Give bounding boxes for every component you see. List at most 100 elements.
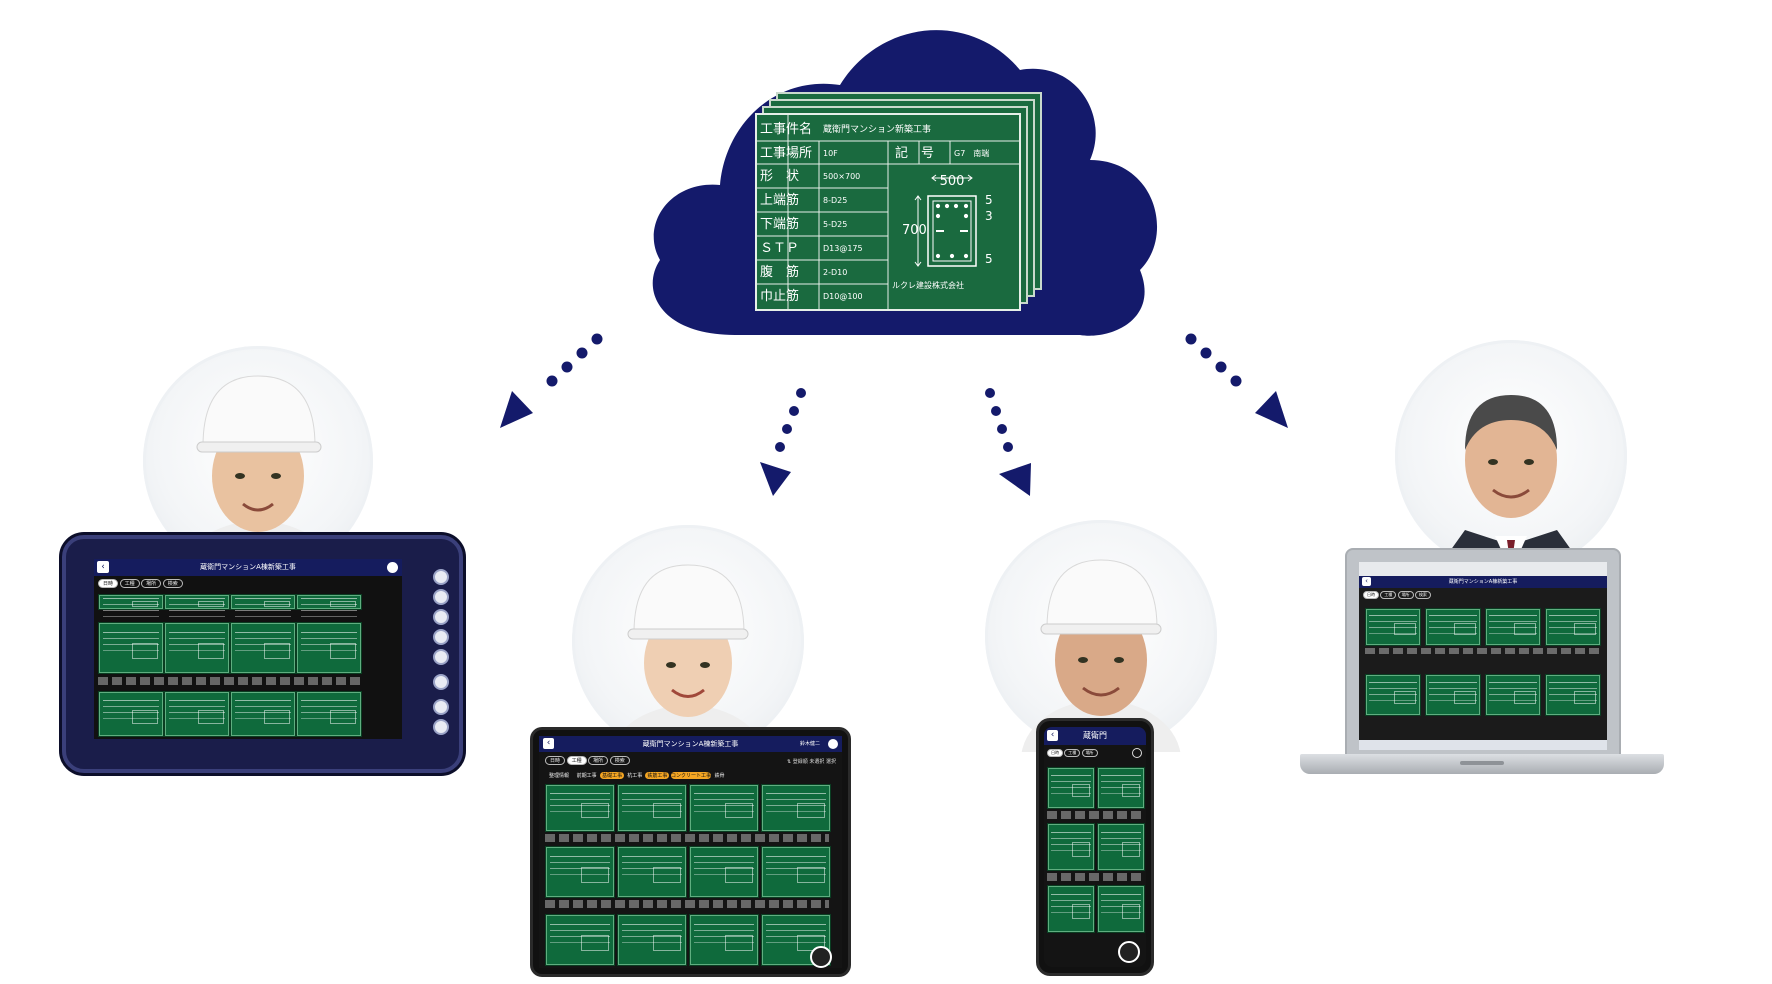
volume-button[interactable] [433,629,449,645]
chip-place[interactable]: 場所 [1081,749,1098,757]
photo-card[interactable] [296,691,362,737]
chevron-left-icon[interactable]: ‹ [97,561,109,573]
photo-card[interactable] [164,691,230,737]
camera-icon[interactable] [810,946,832,968]
taskbar [1359,740,1607,750]
user-name: 鈴木健二 [799,741,820,747]
photo-card[interactable] [761,784,831,832]
board-row-label: 下端筋 [760,216,799,232]
photo-card[interactable] [296,594,362,610]
photo-card[interactable] [761,846,831,898]
app-header: ‹ 蔵衛門マンションA棟新築工事 [94,559,402,576]
board-dim-top: 5 [985,193,993,207]
tab-rebar[interactable]: 鉄筋工事 [645,772,670,779]
sort-icon[interactable]: ⇅ [786,759,792,765]
photo-card[interactable] [545,846,615,898]
photo-card[interactable] [98,622,164,674]
chip-date[interactable]: 日時 [98,579,118,588]
chip-date[interactable]: 日時 [1363,591,1379,599]
unselected-label[interactable]: 未選択 [809,759,825,765]
board-row-label: ＳＴＰ [760,241,799,256]
ok-button[interactable] [433,674,449,690]
filter-chips: 日時 工種 場所 検索 [1363,591,1431,599]
photo-card[interactable] [617,846,687,898]
tab-foundation[interactable]: 基礎工事 [600,772,625,779]
photo-card[interactable] [1365,674,1421,716]
camera-icon[interactable] [1118,941,1140,963]
tab-steel[interactable]: 鉄骨 [714,773,725,779]
power-icon[interactable] [433,569,449,585]
chevron-left-icon[interactable]: ‹ [1362,577,1371,586]
photo-card[interactable] [1485,674,1541,716]
chip-search[interactable]: 検索 [162,579,183,588]
tablet: ‹ 蔵衛門マンションA棟新築工事 鈴木健二 日時 工種 場所 検索 ⇅ 登録順 … [530,727,851,977]
up-button[interactable] [433,699,449,715]
chip-type[interactable]: 工種 [1380,591,1397,599]
tab-early-work[interactable]: 前期工事 [576,773,597,779]
photo-card[interactable] [1047,767,1095,809]
tab-concrete[interactable]: コンクリート工事 [670,772,711,779]
tab-pile[interactable]: 杭工事 [627,773,643,779]
avatar-businessman [1395,340,1627,572]
photo-card[interactable] [617,914,687,966]
photo-card[interactable] [1047,823,1095,871]
arrow-to-rugged-tablet [500,333,603,428]
chat-icon[interactable] [828,739,838,749]
photo-card[interactable] [689,846,759,898]
photo-card[interactable] [230,622,296,674]
chip-search[interactable]: 検索 [609,756,630,765]
photo-card[interactable] [164,594,230,610]
photo-card[interactable] [164,622,230,674]
chip-type[interactable]: 工種 [566,756,587,765]
chat-icon[interactable] [387,562,398,573]
select-label[interactable]: 選択 [825,759,836,765]
board-row-value: 蔵衛門マンション新築工事 [823,123,931,135]
photo-card[interactable] [230,691,296,737]
chip-type[interactable]: 工種 [1064,749,1081,757]
photo-card[interactable] [545,914,615,966]
avatar-worker-woman [572,525,804,825]
tab-organize[interactable]: 整理情報 [548,773,569,779]
search-icon[interactable] [1132,748,1142,758]
photo-card[interactable] [1545,608,1601,646]
photo-card[interactable] [689,914,759,966]
photo-card[interactable] [1047,885,1095,933]
filter-chips: 日時 工種 場所 検索 [545,756,630,765]
chip-place[interactable]: 場所 [588,756,609,765]
down-button[interactable] [433,719,449,735]
photo-card[interactable] [296,622,362,674]
photo-card[interactable] [689,784,759,832]
photo-card[interactable] [1097,823,1145,871]
photo-card[interactable] [1485,608,1541,646]
photo-card[interactable] [98,594,164,610]
home-button[interactable] [433,609,449,625]
smartphone-screen: ‹ 蔵衛門 日時 工種 場所 [1044,727,1146,967]
chip-date[interactable]: 日時 [1047,749,1063,757]
chip-place[interactable]: 場所 [141,579,162,588]
chevron-left-icon[interactable]: ‹ [543,738,554,749]
chevron-left-icon[interactable]: ‹ [1047,730,1058,741]
chip-type[interactable]: 工種 [119,579,140,588]
chip-date[interactable]: 日時 [545,756,565,765]
back-button[interactable] [433,589,449,605]
chip-place[interactable]: 場所 [1397,591,1414,599]
board-row-value: D13@175 [823,244,863,253]
category-tabs: 整理情報 前期工事 基礎工事 杭工事 鉄筋工事 コンクリート工事 鉄骨 [545,772,836,779]
photo-card[interactable] [1425,608,1481,646]
camera-button[interactable] [433,649,449,665]
photo-card[interactable] [617,784,687,832]
photo-card[interactable] [1365,608,1421,646]
photo-card[interactable] [1425,674,1481,716]
tablet-screen: ‹ 蔵衛門マンションA棟新築工事 鈴木健二 日時 工種 場所 検索 ⇅ 登録順 … [539,736,842,968]
photo-card[interactable] [98,691,164,737]
photo-card[interactable] [1545,674,1601,716]
photo-card[interactable] [1097,885,1145,933]
photo-card[interactable] [230,594,296,610]
businessman-person-icon [1435,395,1587,572]
photo-card[interactable] [545,784,615,832]
sort-label[interactable]: 登録順 [792,759,808,765]
photo-card[interactable] [1097,767,1145,809]
chip-search[interactable]: 検索 [1414,591,1431,599]
arrow-to-laptop [1185,333,1288,428]
